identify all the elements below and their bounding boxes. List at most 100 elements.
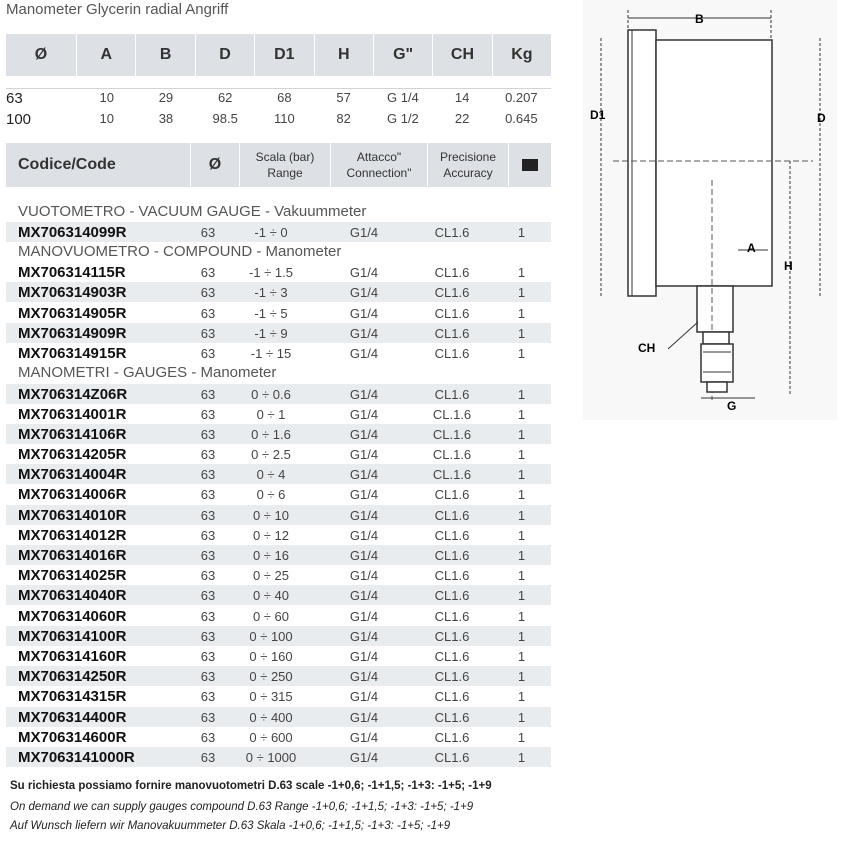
scale-range: -1 ÷ 5 — [254, 305, 288, 321]
dim-cell: 110 — [274, 111, 295, 126]
dimensions-header: Ø A B D D1 H G" CH Kg — [6, 34, 551, 76]
accuracy: CL1.6 — [434, 305, 470, 321]
product-code: MX706314010R — [18, 506, 127, 524]
diameter: 63 — [200, 386, 216, 402]
connection: G1/4 — [349, 749, 379, 765]
codes-header: Codice/Code Ø Scala (bar)Range Attacco"C… — [6, 143, 551, 187]
note-english: On demand we can supply gauges compound … — [10, 801, 474, 813]
scale-range: 0 ÷ 12 — [252, 527, 290, 543]
diameter: 63 — [200, 668, 216, 684]
dimension-row: 63 10 29 62 68 57 G 1/4 14 0.207 — [6, 90, 551, 110]
dim-header-cell: A — [77, 34, 137, 76]
connection: G1/4 — [349, 305, 379, 321]
gauge-dimension-drawing: B D1 D A H CH G — [583, 0, 837, 420]
header-pack — [509, 143, 551, 187]
pack-qty: 1 — [517, 709, 526, 725]
scale-range: -1 ÷ 0 — [254, 224, 288, 240]
scale-range: -1 ÷ 15 — [250, 345, 292, 361]
product-code: MX706314400R — [18, 708, 127, 726]
connection: G1/4 — [349, 264, 379, 280]
scale-range: 0 ÷ 0.6 — [251, 386, 291, 402]
accuracy: CL1.6 — [434, 709, 470, 725]
accuracy: CL1.6 — [434, 345, 470, 361]
product-code: MX706314001R — [18, 405, 127, 423]
dim-cell: 82 — [336, 111, 351, 126]
label-g: G — [727, 399, 736, 413]
dim-header-cell: CH — [433, 34, 493, 76]
dim-cell: 10 — [99, 111, 114, 126]
pack-qty: 1 — [517, 325, 526, 341]
connection: G1/4 — [349, 446, 379, 462]
dim-cell: G 1/4 — [386, 90, 419, 105]
label-b: B — [695, 12, 704, 26]
scale-range: 0 ÷ 16 — [252, 547, 290, 563]
accuracy: CL.1.6 — [432, 446, 472, 462]
accuracy: CL1.6 — [434, 729, 470, 745]
diameter: 63 — [200, 486, 216, 502]
diameter: 63 — [200, 305, 216, 321]
accuracy: CL1.6 — [434, 486, 470, 502]
scale-range: 0 ÷ 400 — [249, 709, 293, 725]
product-code: MX706314025R — [18, 566, 127, 584]
connection: G1/4 — [349, 668, 379, 684]
diameter: 63 — [200, 284, 216, 300]
connection: G1/4 — [349, 729, 379, 745]
accuracy: CL1.6 — [434, 648, 470, 664]
product-code: MX706314016R — [18, 546, 127, 564]
diameter: 63 — [200, 749, 216, 765]
pack-qty: 1 — [517, 527, 526, 543]
product-code: MX706314004R — [18, 465, 127, 483]
dim-cell: 98.5 — [212, 111, 238, 126]
diameter: 63 — [200, 325, 216, 341]
product-code: MX706314903R — [18, 283, 127, 301]
scale-range: -1 ÷ 1.5 — [249, 264, 293, 280]
scale-range: 0 ÷ 250 — [249, 668, 293, 684]
dim-cell: 10 — [99, 90, 114, 105]
header-conn-line1: Attacco" — [356, 150, 402, 164]
header-prec-line1: Precisione — [439, 150, 497, 164]
connection: G1/4 — [349, 406, 379, 422]
product-code: MX706314106R — [18, 425, 127, 443]
header-prec-line2: Accuracy — [443, 166, 493, 180]
group-title-compound: MANOVUOMETRO - COMPOUND - Manometer — [18, 243, 342, 260]
scale-range: 0 ÷ 2.5 — [251, 446, 291, 462]
pack-qty: 1 — [517, 608, 526, 624]
connection: G1/4 — [349, 648, 379, 664]
scale-range: 0 ÷ 1.6 — [251, 426, 291, 442]
scale-range: 0 ÷ 60 — [252, 608, 290, 624]
label-h: H — [784, 259, 793, 273]
header-scale-line1: Scala (bar) — [255, 150, 315, 164]
scale-range: 0 ÷ 10 — [252, 507, 290, 523]
dim-cell: 38 — [158, 111, 174, 126]
product-code: MX706314160R — [18, 647, 127, 665]
dim-header-cell: Kg — [511, 46, 533, 63]
pack-qty: 1 — [517, 345, 526, 361]
product-code: MX706314205R — [18, 445, 127, 463]
accuracy: CL1.6 — [434, 688, 470, 704]
pack-qty: 1 — [517, 224, 526, 240]
accuracy: CL1.6 — [434, 567, 470, 583]
accuracy: CL1.6 — [434, 587, 470, 603]
accuracy: CL1.6 — [434, 608, 470, 624]
pack-qty: 1 — [517, 386, 526, 402]
pack-qty: 1 — [517, 507, 526, 523]
accuracy: CL.1.6 — [432, 466, 472, 482]
diameter: 63 — [200, 224, 216, 240]
dim-cell: 29 — [158, 90, 174, 105]
connection: G1/4 — [349, 426, 379, 442]
pack-qty: 1 — [517, 567, 526, 583]
accuracy: CL1.6 — [434, 628, 470, 644]
